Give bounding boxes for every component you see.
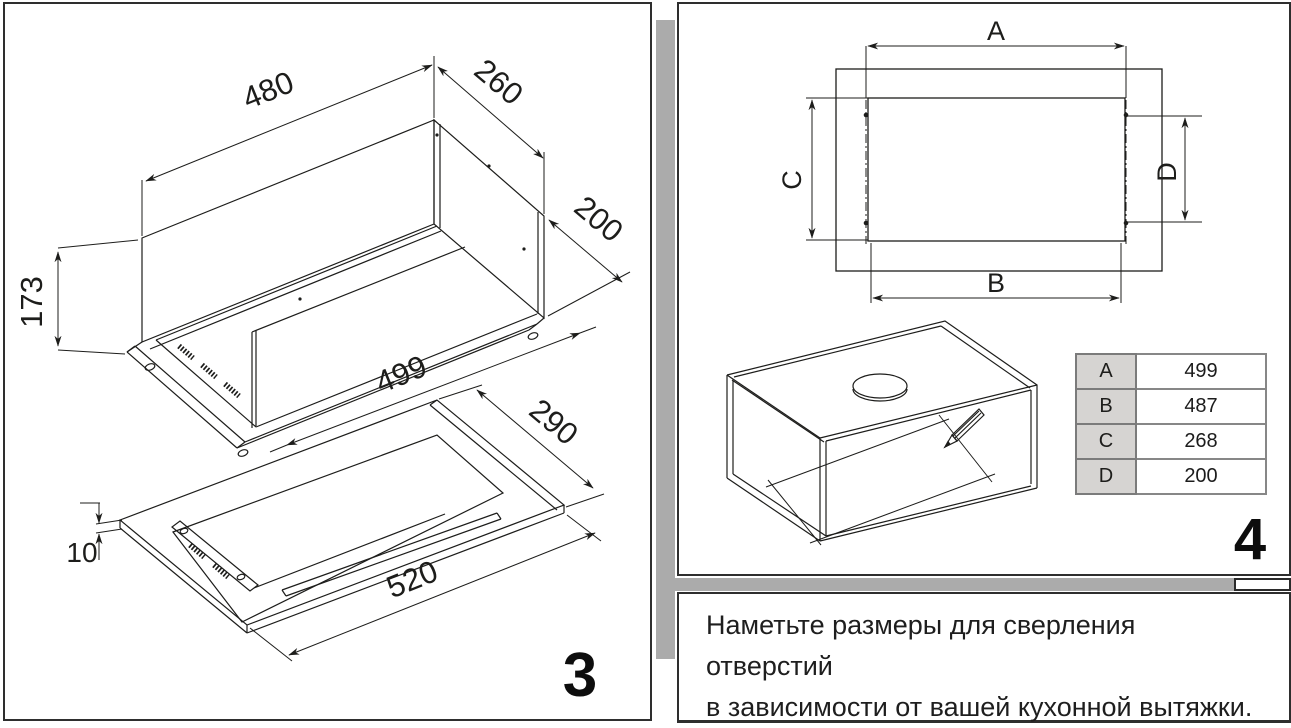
left-figure-panel [3,2,652,721]
table-row-label: C [1075,423,1137,460]
table-row-value: 487 [1135,388,1267,425]
instruction-line-2: в зависимости от вашей кухонной вытяжки. [706,692,1253,722]
table-row-value: 200 [1135,458,1267,495]
vertical-divider-bar [656,20,675,659]
table-row-value: 499 [1135,353,1267,390]
instruction-text: Наметьте размеры для сверления отверстий… [706,605,1266,728]
table-row-value: 268 [1135,423,1267,460]
horizontal-divider-bar [656,578,1234,591]
figure-number-3: 3 [562,641,598,710]
table-row: C 268 [1075,423,1267,460]
dimensions-table: A 499 B 487 C 268 D 200 [1075,353,1267,495]
table-row-label: A [1075,353,1137,390]
instruction-line-1: Наметьте размеры для сверления отверстий [706,610,1136,681]
table-row-label: B [1075,388,1137,425]
table-row: A 499 [1075,353,1267,390]
horizontal-divider-bar-end [1234,578,1291,591]
figure-number-4: 4 [1233,507,1267,572]
table-row-label: D [1075,458,1137,495]
table-row: D 200 [1075,458,1267,495]
table-row: B 487 [1075,388,1267,425]
instruction-panel [677,592,1291,723]
